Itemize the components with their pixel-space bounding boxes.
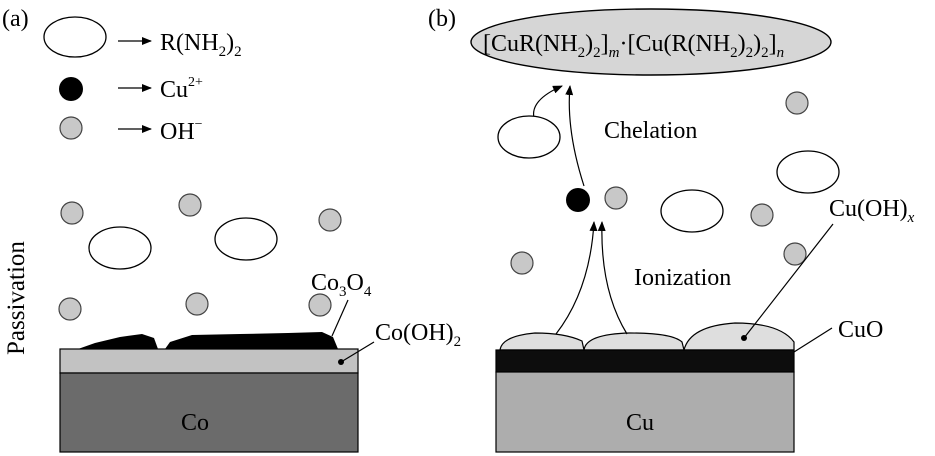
panel-a-tag: (a)	[2, 6, 29, 32]
ligand-molecule	[660, 189, 724, 233]
co3o4-leader	[331, 299, 349, 337]
cuo-layer	[495, 349, 795, 373]
legend-hydroxide-label: OH−	[160, 117, 203, 145]
cu-hydroxide-bump	[583, 332, 685, 351]
hydroxide-ion	[785, 91, 809, 115]
hydroxide-ion	[604, 186, 628, 210]
hydroxide-ion	[750, 203, 774, 227]
hydroxide-ion	[185, 292, 209, 316]
panel-b: (b) [CuR(NH2)2]m·[Cu(R(NH2)2)2]n Chelati…	[428, 6, 915, 453]
hydroxide-ion	[178, 193, 202, 217]
panel-b-species	[497, 91, 840, 275]
hydroxide-ion	[60, 201, 84, 225]
cu-hydroxide-bump	[499, 332, 585, 351]
cuo-leader	[793, 327, 833, 353]
legend: R(NH2)2 Cu2+ OH−	[43, 16, 242, 145]
panel-b-tag: (b)	[428, 6, 456, 32]
legend-ligand-symbol	[43, 16, 107, 58]
legend-ligand-label: R(NH2)2	[160, 30, 242, 60]
cuo-label: CuO	[838, 317, 883, 343]
cu-hydroxide-bump	[683, 322, 795, 351]
ionization-arrow	[597, 221, 628, 335]
legend-copper-label: Cu2+	[160, 75, 203, 103]
hydroxide-ion	[318, 208, 342, 232]
chelation-arrow	[532, 85, 563, 119]
panel-a: (a) R(NH2)2 Cu2+ OH− Passivation	[2, 6, 461, 453]
ligand-molecule	[776, 150, 840, 194]
legend-copper-symbol	[59, 77, 83, 101]
ligand-molecule	[497, 115, 561, 159]
hydroxide-ion	[510, 251, 534, 275]
chelation-label: Chelation	[604, 118, 697, 144]
co-hydroxide-leader	[340, 341, 375, 363]
ionization-label: Ionization	[634, 265, 731, 291]
chelation-arrow	[565, 85, 585, 187]
cu-hydroxide-label: Cu(OH)x	[829, 196, 915, 226]
hydroxide-ion	[58, 297, 82, 321]
chelate-complex-label: [CuR(NH2)2]m·[Cu(R(NH2)2)2]n	[483, 31, 784, 61]
co-substrate-label: Co	[181, 410, 209, 436]
ligand-molecule	[88, 226, 152, 270]
chelate-complex	[470, 8, 832, 76]
cu-hydroxide-leader	[743, 223, 834, 339]
co3o4-island	[165, 332, 338, 349]
ionization-arrow	[555, 221, 598, 335]
co3o4-label: Co3O4	[311, 270, 372, 300]
co-hydroxide-layer	[59, 348, 359, 374]
legend-hydroxide-symbol	[59, 116, 83, 140]
ligand-molecule	[214, 217, 278, 261]
co-hydroxide-label: Co(OH)2	[375, 320, 461, 350]
panel-a-species	[58, 193, 342, 321]
copper-ion	[566, 188, 590, 212]
cu-substrate-label: Cu	[626, 410, 654, 436]
hydroxide-ion	[783, 242, 807, 266]
co-substrate	[59, 372, 359, 453]
passivation-label: Passivation	[3, 241, 30, 355]
hydroxide-ion	[308, 293, 332, 317]
cu-substrate	[495, 371, 795, 453]
co3o4-island	[78, 334, 158, 349]
